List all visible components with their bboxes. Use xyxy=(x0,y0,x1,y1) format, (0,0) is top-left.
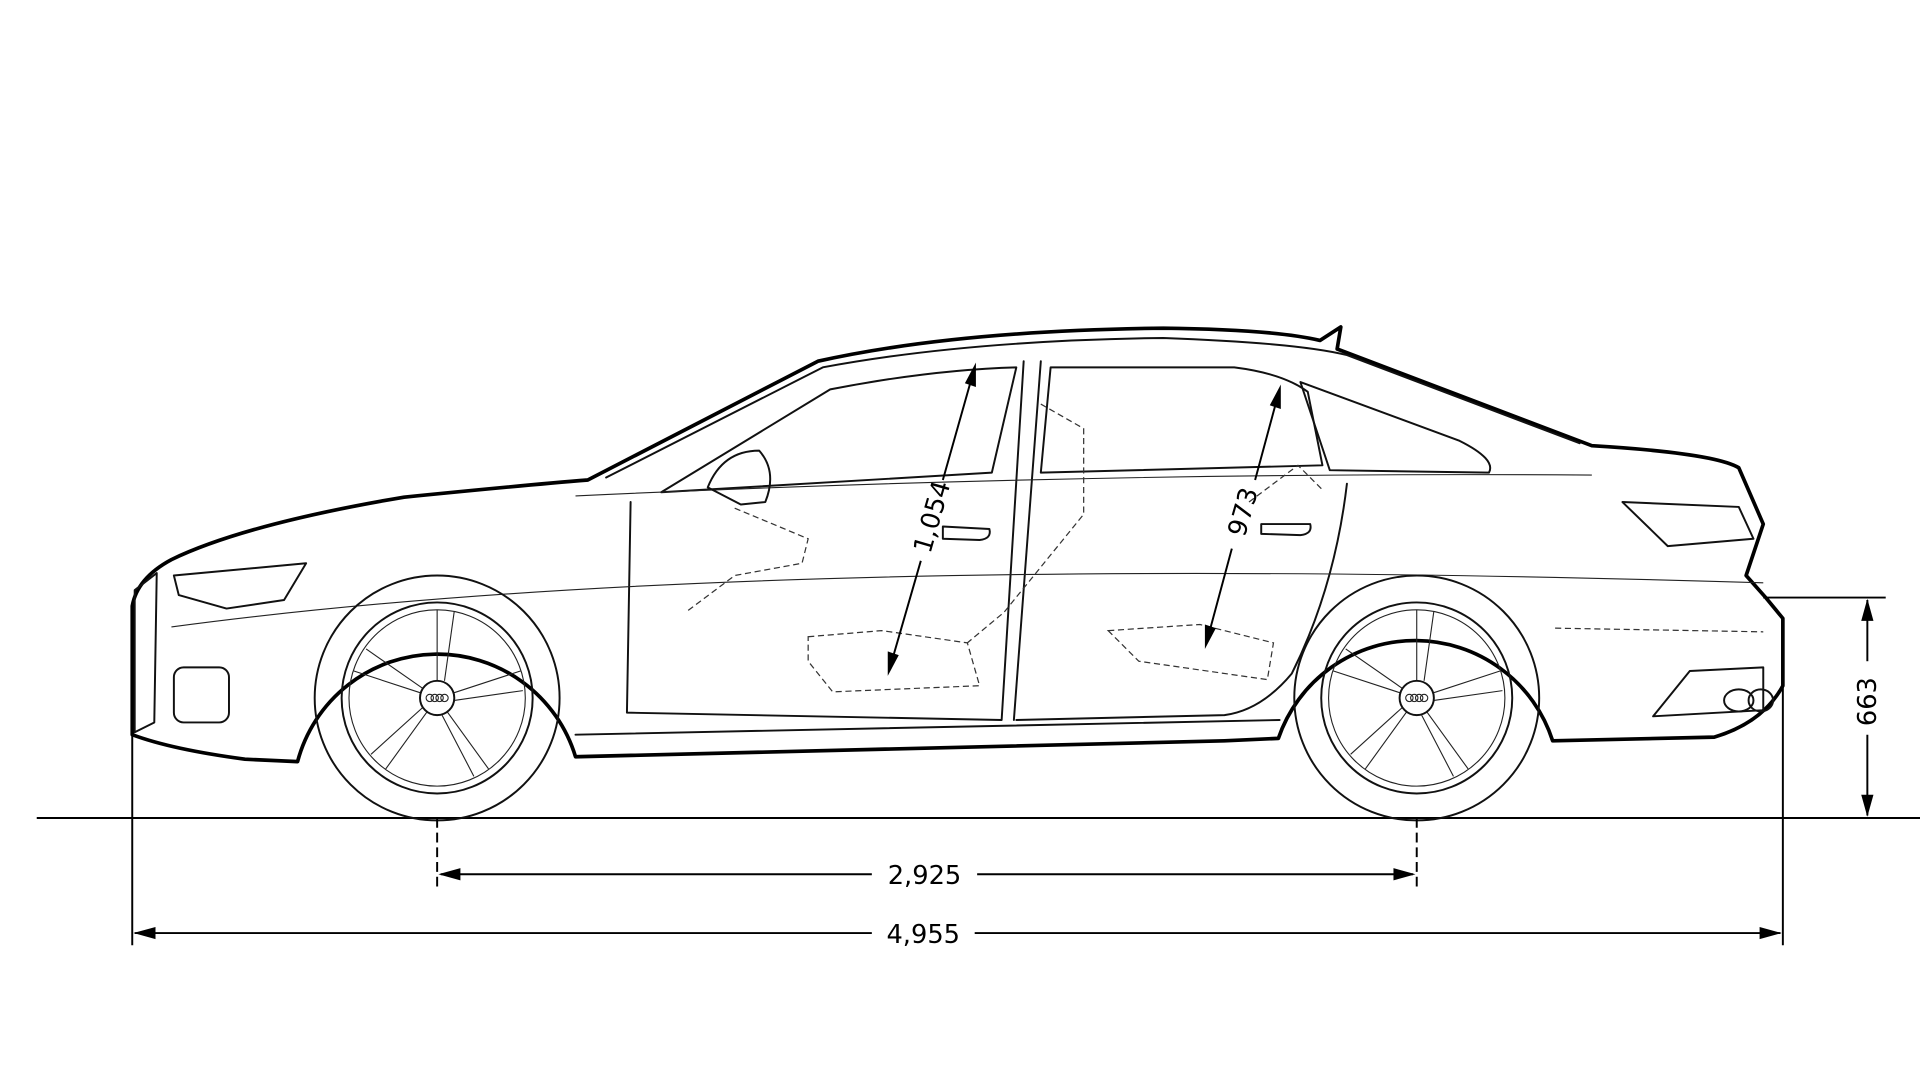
length-label: 4,955 xyxy=(886,920,960,950)
exhaust-tip xyxy=(1747,688,1775,713)
rear-bumper-line xyxy=(1555,627,1764,633)
front-seat xyxy=(685,403,1085,693)
rear-seat xyxy=(1106,464,1323,681)
brand-rings-icon xyxy=(425,693,449,703)
body-outline xyxy=(130,325,1785,764)
roof-line xyxy=(605,336,1581,479)
front-door xyxy=(625,360,1025,721)
exhaust-tip xyxy=(1723,688,1755,713)
rear-diffuser xyxy=(1652,666,1765,718)
front-door-handle xyxy=(941,525,991,541)
length-dimension: 4,955 xyxy=(133,920,1782,950)
height-dimension: 663 xyxy=(1853,598,1883,817)
rear-door-handle xyxy=(1260,523,1312,537)
brand-rings-icon xyxy=(1405,693,1429,703)
character-line xyxy=(171,572,1764,628)
front-grille xyxy=(133,572,158,734)
hub-cap xyxy=(419,679,456,717)
wheelbase-label: 2,925 xyxy=(888,861,962,891)
side-mirror xyxy=(706,449,772,506)
wheelbase-dimension: 2,925 xyxy=(438,861,1416,891)
front-air-intake xyxy=(172,666,230,724)
car-body xyxy=(130,325,1785,764)
quarter-window xyxy=(1299,381,1492,474)
front-side-window xyxy=(660,366,1018,494)
b-pillar xyxy=(1012,360,1042,721)
sill-line xyxy=(574,719,1281,736)
hub-cap xyxy=(1398,679,1435,717)
headlight xyxy=(172,562,308,610)
rear-door xyxy=(1015,482,1348,721)
height-label: 663 xyxy=(1853,677,1883,726)
shoulder-line xyxy=(575,474,1592,497)
taillight xyxy=(1621,501,1755,548)
